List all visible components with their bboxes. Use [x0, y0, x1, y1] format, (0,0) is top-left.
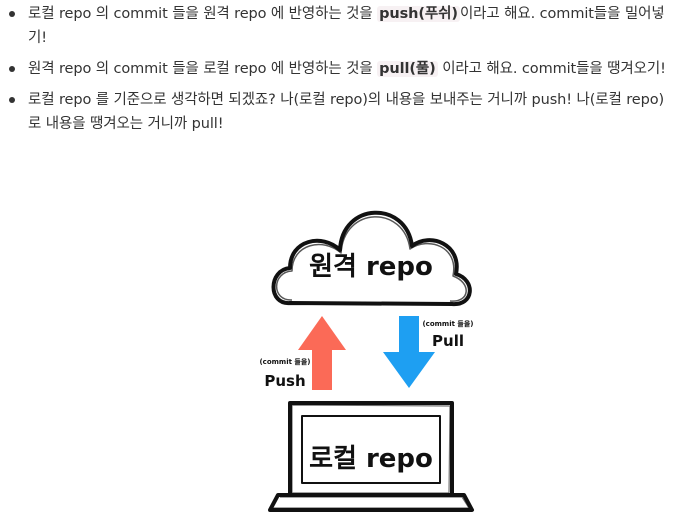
push-pull-diagram: 원격 repo (commit 들을) Push (commit 들을) Pul…: [230, 188, 490, 521]
pull-text-post: 이라고 해요. commit들을 땡겨오기!: [437, 61, 666, 77]
list-item-pull: 원격 repo 의 commit 들을 로컬 repo 에 반영하는 것을 pu…: [0, 57, 682, 81]
pull-term-highlight: pull(풀): [377, 61, 438, 77]
push-pull-illustration: 원격 repo (commit 들을) Push (commit 들을) Pul…: [259, 210, 474, 512]
push-term-highlight: push(푸쉬): [377, 6, 460, 22]
push-text-post: 이라고 해요. commit들을 밀어넣기!: [28, 6, 665, 46]
pull-label: Pull: [432, 332, 464, 350]
list-item-summary: 로컬 repo 를 기준으로 생각하면 되겠죠? 나(로컬 repo)의 내용을…: [0, 88, 682, 136]
remote-cloud-shape-sketch: [276, 216, 467, 302]
list-item-push: 로컬 repo 의 commit 들을 원격 repo 에 반영하는 것을 pu…: [0, 2, 682, 50]
local-laptop-shape: [268, 401, 474, 512]
pull-arrow: [383, 316, 435, 388]
remote-cloud-shape: [271, 210, 472, 307]
pull-note: (commit 들을): [422, 319, 473, 328]
explanation-list: 로컬 repo 의 commit 들을 원격 repo 에 반영하는 것을 pu…: [0, 2, 682, 143]
pull-text-pre: 원격 repo 의 commit 들을 로컬 repo 에 반영하는 것을: [28, 61, 378, 77]
local-repo-label: 로컬 repo: [309, 444, 433, 474]
push-arrow: [298, 316, 346, 390]
remote-repo-label: 원격 repo: [309, 252, 433, 282]
push-label: Push: [264, 372, 305, 390]
push-text-pre: 로컬 repo 의 commit 들을 원격 repo 에 반영하는 것을: [28, 6, 378, 22]
push-note: (commit 들을): [259, 357, 310, 366]
summary-text: 로컬 repo 를 기준으로 생각하면 되겠죠? 나(로컬 repo)의 내용을…: [28, 92, 665, 132]
